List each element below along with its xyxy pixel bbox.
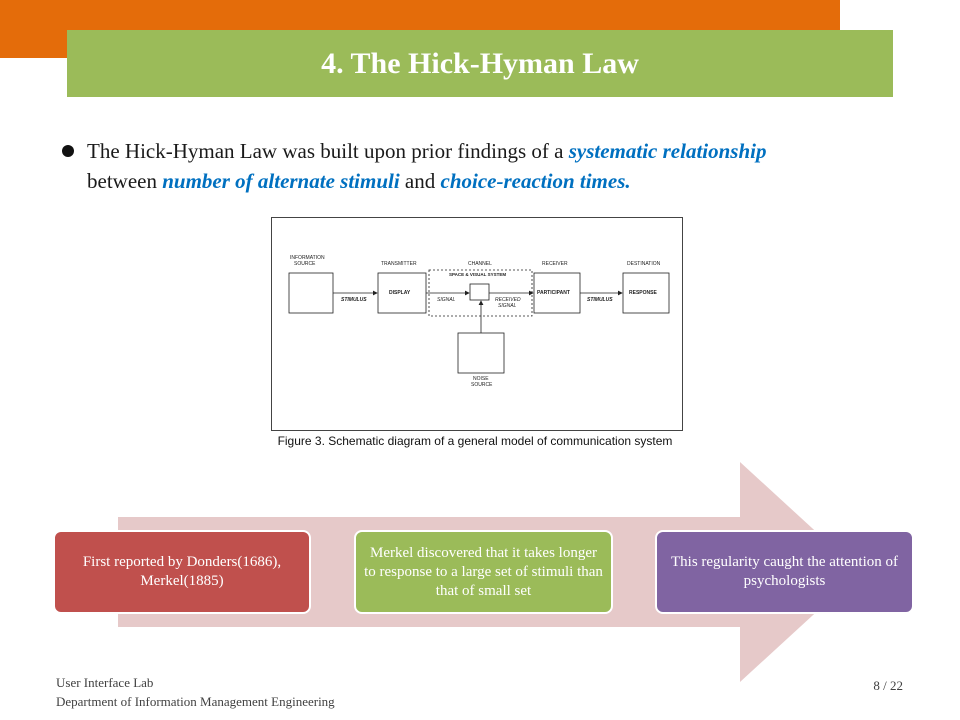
stimulus-label-1: STIMULUS bbox=[341, 297, 367, 303]
communication-diagram: INFORMATION SOURCE TRANSMITTER DISPLAY C… bbox=[271, 217, 683, 431]
footer: User Interface Lab Department of Informa… bbox=[56, 673, 335, 711]
receiver-label: RECEIVER bbox=[542, 261, 568, 267]
noise-source-label-1: NOISE bbox=[473, 376, 489, 382]
footer-lab: User Interface Lab bbox=[56, 675, 154, 690]
signal-label: SIGNAL bbox=[437, 297, 456, 303]
highlight-systematic: systematic relationship bbox=[568, 139, 767, 163]
response-box bbox=[622, 272, 670, 314]
highlight-reaction: choice-reaction times. bbox=[440, 169, 631, 193]
destination-label: DESTINATION bbox=[627, 261, 661, 267]
info-source-label-2: SOURCE bbox=[294, 261, 316, 267]
bullet-icon bbox=[62, 145, 74, 157]
channel-inner-box bbox=[469, 283, 490, 301]
page-number: 8 / 22 bbox=[873, 678, 903, 693]
figure-caption: Figure 3. Schematic diagram of a general… bbox=[277, 434, 673, 448]
display-label: DISPLAY bbox=[389, 290, 411, 296]
noise-source-label-2: SOURCE bbox=[471, 382, 493, 388]
transmitter-label: TRANSMITTER bbox=[381, 261, 417, 267]
received-signal-label-1: RECEIVED bbox=[495, 297, 521, 303]
channel-label: CHANNEL bbox=[468, 261, 492, 267]
space-visual-label: SPACE & VISUAL SYSTEM bbox=[449, 272, 506, 277]
info-source-label-1: INFORMATION bbox=[290, 255, 325, 261]
process-step-3: This regularity caught the attention of … bbox=[655, 530, 914, 614]
bullet-point: The Hick-Hyman Law was built upon prior … bbox=[62, 136, 892, 196]
process-step-1: First reported by Donders(1686), Merkel(… bbox=[53, 530, 311, 614]
participant-label: PARTICIPANT bbox=[537, 290, 570, 296]
received-signal-label-2: SIGNAL bbox=[498, 303, 517, 309]
stimulus-label-2: STIMULUS bbox=[587, 297, 613, 303]
response-label: RESPONSE bbox=[629, 290, 657, 296]
bullet-text: The Hick-Hyman Law was built upon prior … bbox=[87, 139, 767, 193]
footer-department: Department of Information Management Eng… bbox=[56, 694, 335, 709]
title-banner: 4. The Hick-Hyman Law bbox=[67, 30, 893, 97]
process-step-2: Merkel discovered that it takes longer t… bbox=[354, 530, 613, 614]
highlight-stimuli: number of alternate stimuli bbox=[162, 169, 400, 193]
slide-title: 4. The Hick-Hyman Law bbox=[321, 46, 639, 80]
